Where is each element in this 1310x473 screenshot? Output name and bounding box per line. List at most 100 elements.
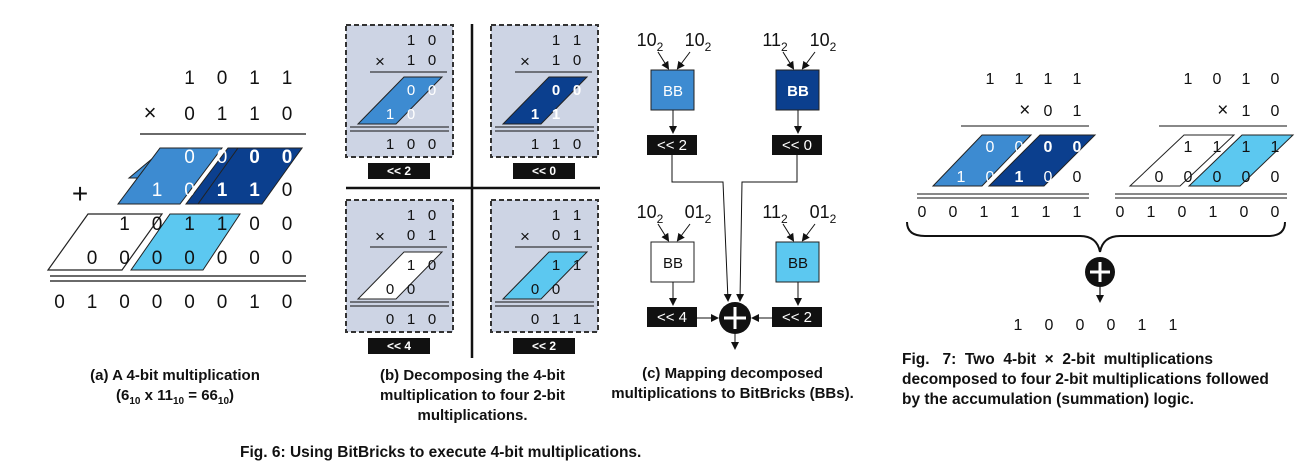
f7-partial2-digit: 0 (1155, 169, 1164, 186)
pc-input-arrow (782, 51, 795, 70)
pa-partial3-digit: 1 (184, 214, 195, 235)
pb-shift-box (368, 163, 430, 179)
f7-partial-shape (931, 134, 1033, 187)
pa-partial3-digit: 1 (119, 214, 130, 235)
f7-top-digit: 1 (986, 71, 995, 88)
f7-final-digit: 0 (1045, 317, 1054, 334)
pb-partial1-digit: 0 (407, 82, 415, 99)
f7-partial1-digit: 1 (1213, 139, 1222, 156)
f7-partial2-digit: 1 (957, 169, 966, 186)
f7-partial2-digit: 0 (1242, 169, 1251, 186)
pa-plus-sign: + (72, 178, 88, 209)
caption-a: (a) A 4-bit multiplication (610 x 1110 =… (40, 366, 310, 412)
caption-a-line1: (a) A 4-bit multiplication (90, 367, 260, 384)
pa-multiplicand-digit: 0 (217, 68, 228, 89)
pb-times-sign: × (520, 227, 530, 246)
pa-partial3-digit: 1 (217, 214, 228, 235)
pb-shift-box (368, 338, 430, 354)
pb-result-digit: 0 (386, 311, 394, 328)
pc-input-arrow (801, 51, 816, 70)
pa-partial4-digit: 0 (282, 248, 293, 269)
pb-result-digit: 0 (407, 136, 415, 153)
pb-result-digit: 0 (428, 136, 436, 153)
pa-partial4-digit: 0 (184, 248, 195, 269)
f7-result-digit: 1 (1042, 204, 1051, 221)
pb-shift-label: << 0 (532, 164, 556, 178)
f7-result-digit: 0 (1178, 204, 1187, 221)
pb-mult-digit: 1 (407, 52, 415, 69)
f7-final-digit: 1 (1138, 317, 1147, 334)
pc-input-a: 112 (762, 202, 788, 226)
f7-partial1-digit: 1 (1271, 139, 1280, 156)
pb-mult-digit: 1 (573, 227, 581, 244)
pb-partial-shape (501, 76, 589, 125)
f7-final-digit: 1 (1169, 317, 1178, 334)
pb-result-digit: 1 (573, 311, 581, 328)
pa-multiplier-digit: 0 (282, 104, 293, 125)
pb-top-digit: 1 (573, 32, 581, 49)
f7-partial2-digit: 0 (1044, 169, 1053, 186)
pb-partial-shape (356, 251, 444, 300)
f7-partial1-digit: 0 (1073, 139, 1082, 156)
pb-partial-shape (356, 76, 444, 125)
f7-result-digit: 0 (1240, 204, 1249, 221)
pa-partial2-digit: 1 (217, 180, 228, 201)
pa-partial3-left-shape (46, 213, 164, 271)
pb-partial1-digit: 1 (407, 257, 415, 274)
f7-mult-digit: 0 (1044, 103, 1053, 120)
f7-partial1-digit: 0 (1044, 139, 1053, 156)
pc-bb-box (650, 241, 695, 283)
pc-input-arrow (676, 223, 691, 242)
f7-final-digit: 0 (1076, 317, 1085, 334)
pa-multiplier-digit: 0 (184, 104, 195, 125)
pc-input-a: 102 (637, 30, 664, 54)
pc-bb-box (775, 241, 820, 283)
pb-top-digit: 1 (407, 207, 415, 224)
pa-partial2-digit: 1 (152, 180, 163, 201)
caption-fig7-line3: by the accumulation (summation) logic. (902, 391, 1194, 408)
f7-result-digit: 1 (980, 204, 989, 221)
f7-partial2-digit: 0 (1184, 169, 1193, 186)
pa-partial1-digit: 0 (282, 147, 293, 168)
pc-input-a: 102 (637, 202, 664, 226)
pa-partial2-digit: 0 (282, 180, 293, 201)
pc-input-b: 012 (810, 202, 837, 226)
pb-shift-label: << 2 (387, 164, 411, 178)
pa-partial4-digit: 0 (152, 248, 163, 269)
caption-fig7-line2: decomposed to four 2-bit multiplications… (902, 371, 1269, 388)
f7-result-digit: 0 (1116, 204, 1125, 221)
pa-partial3-right-shape (130, 213, 241, 271)
pb-result-digit: 1 (552, 311, 560, 328)
f7-partial-shape (987, 134, 1097, 187)
pb-partial2-digit: 0 (531, 281, 539, 298)
caption-b: (b) Decomposing the 4-bit multiplication… (340, 366, 605, 426)
pb-partial2-digit: 0 (407, 281, 415, 298)
f7-partial1-digit: 1 (1242, 139, 1251, 156)
f7-result-digit: 1 (1073, 204, 1082, 221)
pa-partial4-digit: 0 (87, 248, 98, 269)
f7-partial2-digit: 0 (1213, 169, 1222, 186)
f7-final-digit: 1 (1014, 317, 1023, 334)
f7-times-sign: × (1019, 100, 1030, 121)
pb-result-digit: 0 (531, 311, 539, 328)
f7-top-digit: 1 (1184, 71, 1193, 88)
pa-partial1-digit: 0 (249, 147, 260, 168)
pa-multiplicand-digit: 1 (184, 68, 195, 89)
f7-partial1-digit: 1 (1184, 139, 1193, 156)
pc-input-b: 012 (685, 202, 712, 226)
pc-conn-2 (736, 155, 798, 302)
pb-top-digit: 1 (407, 32, 415, 49)
f7-partial2-digit: 1 (1015, 169, 1024, 186)
caption-fig6: Fig. 6: Using BitBricks to execute 4-bit… (240, 444, 642, 461)
pa-result-digit: 0 (282, 292, 293, 313)
pa-partial2-digit: 0 (184, 180, 195, 201)
pa-multiplier-digit: 1 (249, 104, 260, 125)
